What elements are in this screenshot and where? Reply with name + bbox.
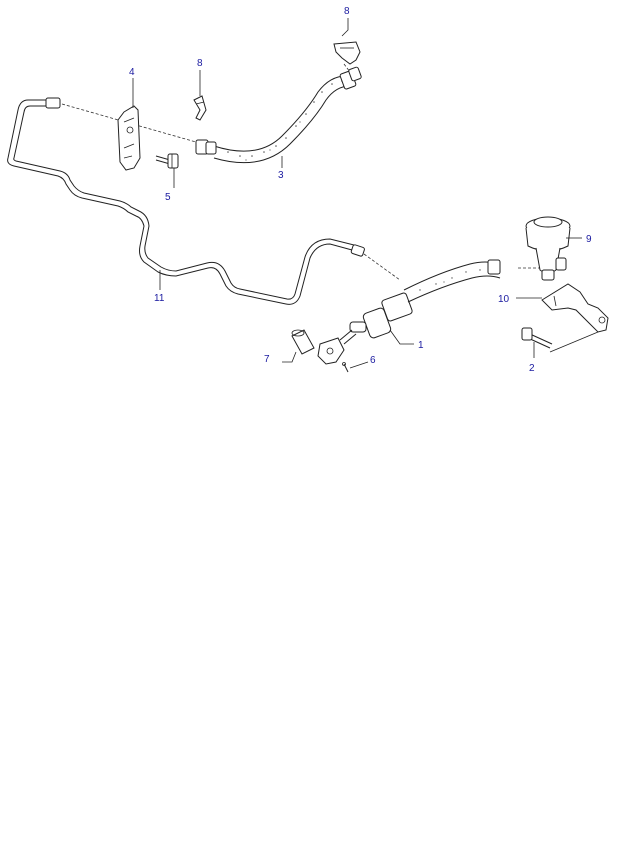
callout-6: 6 [370, 355, 376, 366]
callout-8-upper: 8 [344, 6, 350, 17]
callout-labels: 8 4 8 5 3 9 10 11 1 7 6 2 [129, 6, 592, 374]
pin-6 [342, 362, 349, 373]
clip-8-upper [333, 41, 361, 65]
callout-7: 7 [264, 354, 270, 365]
callout-2: 2 [529, 363, 535, 374]
bracket-10 [541, 283, 609, 333]
reservoir-9 [525, 216, 571, 281]
leader-lines [132, 18, 599, 369]
bolt-2 [521, 327, 553, 349]
callout-1: 1 [418, 340, 424, 351]
bushing-7 [291, 329, 315, 355]
pipe-fitting-left [45, 97, 61, 109]
cylinder-1 [339, 259, 501, 345]
callout-5: 5 [165, 192, 171, 203]
callout-8-lower: 8 [197, 58, 203, 69]
pipe-fitting-right [350, 244, 365, 257]
callout-4: 4 [129, 67, 135, 78]
bracket-4 [117, 105, 141, 171]
hose-3 [195, 66, 362, 164]
bolt-5 [155, 153, 179, 169]
callout-9: 9 [586, 234, 592, 245]
clip-8-lower [193, 95, 207, 121]
pipe-11 [7, 97, 365, 305]
assembly-guide-lines [61, 63, 542, 281]
callout-11: 11 [154, 293, 165, 304]
callout-3: 3 [278, 170, 284, 181]
clevis [317, 337, 345, 365]
callout-10: 10 [498, 294, 510, 305]
